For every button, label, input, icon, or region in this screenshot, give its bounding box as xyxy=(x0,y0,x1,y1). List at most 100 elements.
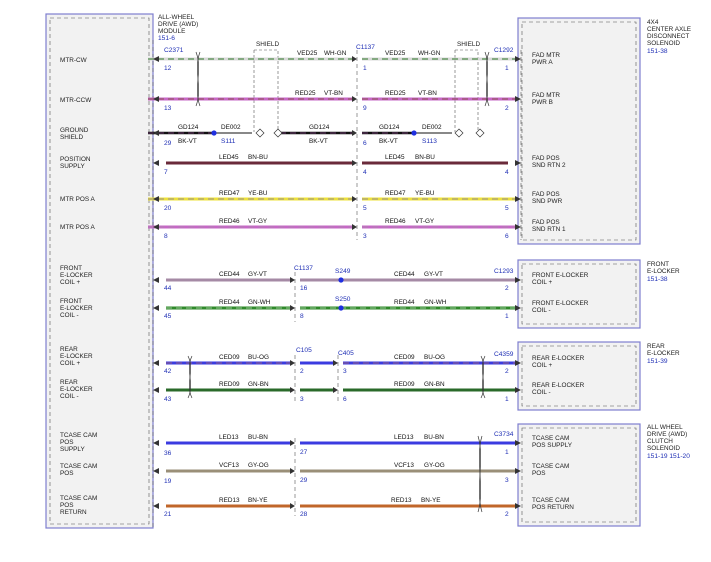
wire-ced09-circuit-2: CED09 xyxy=(394,354,415,361)
wire-red44-color-2: GN-WH xyxy=(424,299,447,306)
tcase-pos-r-2: POS xyxy=(532,470,546,477)
wire-led13-circuit-2: LED13 xyxy=(394,434,414,441)
arrow-right-1 xyxy=(515,56,521,62)
wire-ced44: CED44 GY-VT CED44 GY-VT C1137 S249 16 2 xyxy=(166,265,516,292)
twist-right-b xyxy=(484,51,490,107)
front-coil-minus-1: FRONT E-LOCKER xyxy=(532,300,589,307)
fad-pos-snd-pwr-2: SND PWR xyxy=(532,198,563,205)
wire-red13: RED13 BN-YE RED13 BN-YE 28 2 xyxy=(166,497,516,518)
inline-arrow-14 xyxy=(290,468,295,474)
rear-e-locker-ref: 151-39 xyxy=(647,358,668,365)
pin-number-13: 13 xyxy=(164,105,172,112)
pin-label-tcase-pos-1: TCASE CAM xyxy=(60,463,97,470)
awd-module-connector: C2371 xyxy=(164,47,184,54)
wire-red46: RED46 VT-GY RED46 VT-GY 3 6 xyxy=(148,218,516,240)
wire-red25-mid-pin: 9 xyxy=(363,105,367,112)
splice-s111-label: S111 xyxy=(221,138,236,145)
wire-led13-circuit: LED13 xyxy=(219,434,239,441)
fad-mtr-pwr-b-2: PWR B xyxy=(532,99,553,106)
tcase-return-r-1: TCASE CAM xyxy=(532,497,569,504)
arrow-left-8 xyxy=(153,305,159,311)
wire-red25: RED25 VT-BN RED25 VT-BN 9 2 xyxy=(148,90,516,112)
shields xyxy=(253,49,479,132)
wire-vcf13-circuit-2: VCF13 xyxy=(394,462,414,469)
splice-s249-label: S249 xyxy=(335,268,351,275)
splice-s250-label: S250 xyxy=(335,296,351,303)
pin-number-44: 44 xyxy=(164,285,172,292)
rear-e-locker-connector: C4359 xyxy=(494,351,514,358)
fad-pos-snd-pwr-1: FAD POS xyxy=(532,191,560,198)
wire-red44: RED44 GN-WH RED44 GN-WH S250 8 1 xyxy=(166,296,516,320)
pin-label-rear-coil-plus-3: COIL + xyxy=(60,360,80,367)
pin-number-20: 20 xyxy=(164,205,172,212)
awd-module-box xyxy=(45,13,154,529)
pin-label-tcase-supply-1: TCASE CAM xyxy=(60,432,97,439)
twist-markers-rear xyxy=(187,355,486,399)
pin-number-19: 19 xyxy=(164,478,172,485)
inline-arrow-13 xyxy=(290,440,295,446)
wire-red13-circuit-2: RED13 xyxy=(391,497,412,504)
wire-ced44-mid-pin: 16 xyxy=(300,285,308,292)
wire-gd124-mid-circuit: GD124 xyxy=(309,124,330,131)
rear-e-locker-box xyxy=(517,341,641,411)
wire-led13-color: BU-BN xyxy=(248,434,268,441)
fad-pos-snd-rtn1-1: FAD POS xyxy=(532,219,560,226)
wire-ved25-color-2: WH-GN xyxy=(418,50,441,57)
shield-drain-left-2 xyxy=(273,128,283,138)
wire-red44-far-pin: 1 xyxy=(505,313,509,320)
tcase-supply-r-1: TCASE CAM xyxy=(532,435,569,442)
wire-led45-far-pin: 4 xyxy=(505,169,509,176)
pin-number-45: 45 xyxy=(164,313,172,320)
connector-dividers xyxy=(294,50,358,516)
rear-coil-minus-2: COIL - xyxy=(532,389,551,396)
arrow-left-9 xyxy=(153,360,159,366)
arrow-left-11 xyxy=(153,440,159,446)
fad-mtr-pwr-a-1: FAD MTR xyxy=(532,52,560,59)
arrow-left-5 xyxy=(153,196,159,202)
wire-led45-color-2: BN-BU xyxy=(415,154,435,161)
twist-markers-tcase xyxy=(477,435,483,513)
pin-number-21: 21 xyxy=(164,511,172,518)
wire-led13-mid-pin: 27 xyxy=(300,449,308,456)
wire-vcf13-far-pin: 3 xyxy=(505,477,509,484)
wire-red25-color-2: VT-BN xyxy=(418,90,437,97)
wire-red47-far-pin: 5 xyxy=(505,205,509,212)
wire-gd124-mid-pin: 6 xyxy=(363,140,367,147)
pin-number-7: 7 xyxy=(164,169,168,176)
c105-label: C105 xyxy=(296,347,312,354)
shield-drain-right-1 xyxy=(454,128,464,138)
twist-rear-right-b xyxy=(480,355,486,399)
awd-module-title-3: MODULE xyxy=(158,28,185,35)
pin-label-position-supply-2: SUPPLY xyxy=(60,163,85,170)
pin-number-42: 42 xyxy=(164,368,172,375)
wire-ved25: VED25 WH-GN VED25 WH-GN C1137 1 1 xyxy=(148,44,516,72)
pin-label-mtr-pos-a-1: MTR POS A xyxy=(60,196,96,203)
awd-module-ref: 151-6 xyxy=(158,35,175,42)
center-axle-title-1: 4X4 xyxy=(647,19,659,26)
wire-gd124-mid-color: BK-VT xyxy=(309,138,328,145)
wire-red25-far-pin: 2 xyxy=(505,105,509,112)
wire-red25-circuit-2: RED25 xyxy=(385,90,406,97)
front-e-locker-box xyxy=(517,259,641,329)
center-axle-title-3: DISCONNECT xyxy=(647,33,689,40)
twist-tcase-b xyxy=(477,435,483,513)
c1137-mid-label: C1137 xyxy=(294,265,313,272)
inline-arrow-5 xyxy=(352,196,357,202)
wire-red13-color-2: BN-YE xyxy=(421,497,441,504)
arrow-right-6 xyxy=(515,277,521,283)
front-e-locker-title-2: E-LOCKER xyxy=(647,268,680,275)
splice-s249 xyxy=(338,277,344,283)
wire-ved25-mid-pin: 1 xyxy=(363,65,367,72)
wire-red46-circuit-2: RED46 xyxy=(385,218,406,225)
pin-label-rear-coil-plus-1: REAR xyxy=(60,346,78,353)
fad-mtr-pwr-a-2: PWR A xyxy=(532,59,553,66)
wire-ced09-color-2: BU-OG xyxy=(424,354,445,361)
front-e-locker-connector: C1293 xyxy=(494,268,514,275)
arrow-left-2 xyxy=(153,96,159,102)
wire-red47-color-2: YE-BU xyxy=(415,190,435,197)
wire-vcf13-circuit: VCF13 xyxy=(219,462,239,469)
shield-label-right: SHIELD xyxy=(457,41,480,48)
arrow-left-13 xyxy=(153,503,159,509)
front-coil-minus-2: COIL - xyxy=(532,307,551,314)
fad-pos-snd-rtn1-2: SND RTN 1 xyxy=(532,226,566,233)
